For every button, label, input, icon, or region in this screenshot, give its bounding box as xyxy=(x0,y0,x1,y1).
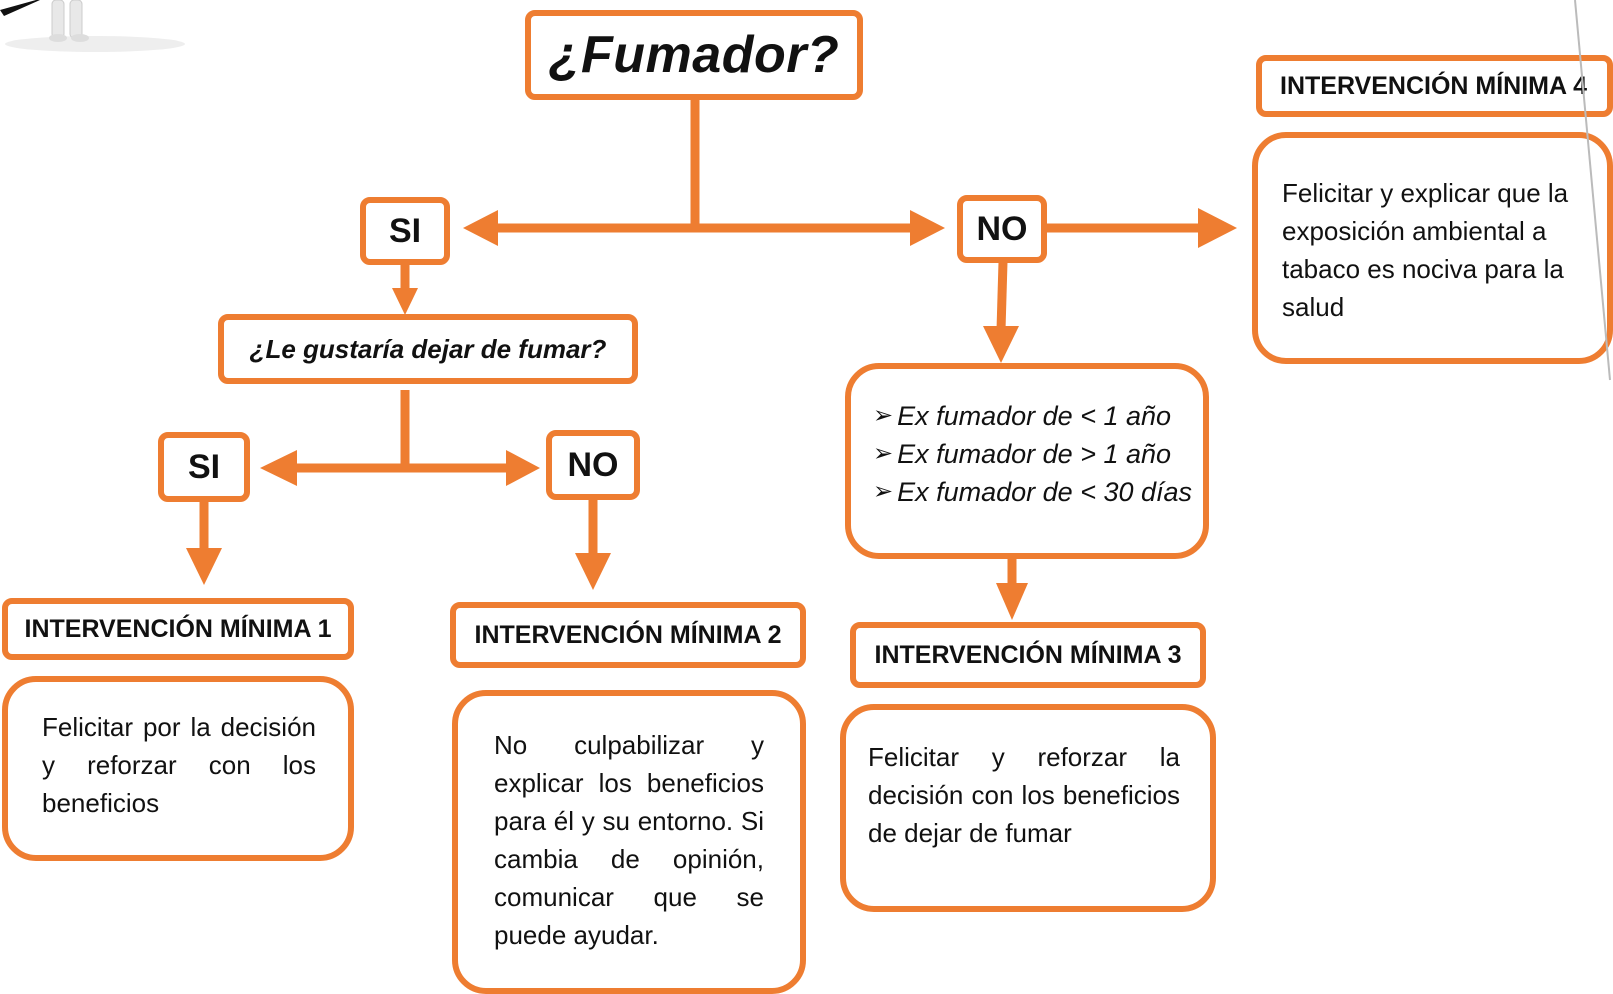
no-branch-box: NO xyxy=(957,195,1047,263)
intervention-3-text: Felicitar y reforzar la decisión con los… xyxy=(868,742,1180,848)
intervention-4-title-box: INTERVENCIÓN MÍNIMA 4 xyxy=(1256,55,1613,117)
arrowhead-left-si xyxy=(463,210,498,246)
intervention-1-text-box: Felicitar por la decisión y reforzar con… xyxy=(2,676,354,861)
intervention-4-title: INTERVENCIÓN MÍNIMA 4 xyxy=(1280,71,1587,100)
intervention-1-text: Felicitar por la decisión y reforzar con… xyxy=(42,712,316,818)
root-question-box: ¿Fumador? xyxy=(525,10,863,100)
arrowhead-right-im4 xyxy=(1198,208,1237,248)
ex-smoker-option-text: Ex fumador de < 30 días xyxy=(897,477,1193,507)
arrowhead-down-exsmoker xyxy=(983,326,1019,363)
arrowhead-down-im3 xyxy=(996,583,1028,620)
ex-smoker-option: ➢ Ex fumador de < 1 año xyxy=(873,397,1203,435)
yes-branch-label: SI xyxy=(388,211,422,250)
ex-smoker-option: ➢ Ex fumador de < 30 días xyxy=(873,473,1203,511)
arrowhead-right-no xyxy=(910,210,945,246)
edge-decoration-line xyxy=(1574,0,1611,381)
quit-no-box: NO xyxy=(546,430,640,500)
intervention-3-title-box: INTERVENCIÓN MÍNIMA 3 xyxy=(850,622,1206,688)
arrowhead-down-im2 xyxy=(575,553,611,590)
quit-question-label: ¿Le gustaría dejar de fumar? xyxy=(249,333,607,364)
intervention-2-text-box: No culpabilizar y explicar los beneficio… xyxy=(452,690,806,994)
intervention-4-text-box: Felicitar y explicar que la exposición a… xyxy=(1252,132,1613,364)
arrowhead-right-no-2 xyxy=(506,450,540,486)
ex-smoker-option-text: Ex fumador de > 1 año xyxy=(897,439,1172,469)
intervention-3-text-box: Felicitar y reforzar la decisión con los… xyxy=(840,704,1216,912)
arrow-bullet-icon: ➢ xyxy=(873,478,894,505)
quit-yes-label: SI xyxy=(187,447,221,486)
yes-branch-box: SI xyxy=(360,197,450,265)
arrow-bullet-icon: ➢ xyxy=(873,402,894,429)
arrowhead-left-si-2 xyxy=(260,450,297,486)
ex-smoker-options-box: ➢ Ex fumador de < 1 año ➢ Ex fumador de … xyxy=(845,363,1209,559)
quit-yes-box: SI xyxy=(158,432,250,502)
ex-smoker-option-text: Ex fumador de < 1 año xyxy=(897,401,1172,431)
person-figure-decoration xyxy=(0,0,185,52)
intervention-3-title: INTERVENCIÓN MÍNIMA 3 xyxy=(874,640,1182,669)
intervention-2-title: INTERVENCIÓN MÍNIMA 2 xyxy=(474,620,782,649)
ex-smoker-option: ➢ Ex fumador de > 1 año xyxy=(873,435,1203,473)
intervention-2-title-box: INTERVENCIÓN MÍNIMA 2 xyxy=(450,602,806,668)
intervention-4-text: Felicitar y explicar que la exposición a… xyxy=(1282,178,1569,322)
quit-question-box: ¿Le gustaría dejar de fumar? xyxy=(218,314,638,384)
no-branch-label: NO xyxy=(976,209,1028,248)
arrowhead-down-question xyxy=(392,288,418,315)
arrowhead-down-im1 xyxy=(186,548,222,585)
root-question-label: ¿Fumador? xyxy=(548,26,840,84)
intervention-1-title: INTERVENCIÓN MÍNIMA 1 xyxy=(24,614,332,643)
ex-smoker-options-list: ➢ Ex fumador de < 1 año ➢ Ex fumador de … xyxy=(873,397,1203,511)
quit-no-label: NO xyxy=(567,445,619,484)
intervention-2-text: No culpabilizar y explicar los beneficio… xyxy=(494,730,764,950)
arrow-bullet-icon: ➢ xyxy=(873,440,894,467)
intervention-1-title-box: INTERVENCIÓN MÍNIMA 1 xyxy=(2,598,354,660)
